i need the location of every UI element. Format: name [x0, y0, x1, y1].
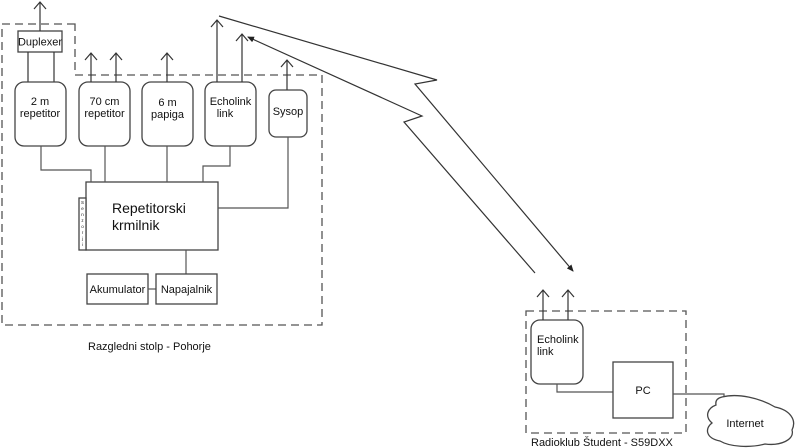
psu-node: Napajalnik: [155, 273, 218, 305]
svg-text:Napajalnik: Napajalnik: [161, 284, 213, 296]
svg-text:Duplexer: Duplexer: [18, 37, 62, 49]
echolink-tower-node: Echolink link: [204, 81, 257, 147]
papiga-6m-antenna-icon: [160, 52, 174, 82]
echolink-club-to-pc-line: [556, 384, 613, 393]
svg-text:repetitor: repetitor: [84, 108, 125, 120]
svg-text:PC: PC: [635, 385, 650, 397]
svg-text:krmilnik: krmilnik: [112, 217, 160, 233]
pc-node: PC: [612, 361, 674, 419]
club-site-label: Radioklub Študent - S59DXX: [531, 436, 674, 448]
svg-text:i: i: [82, 242, 83, 247]
svg-text:S: S: [81, 200, 84, 205]
svg-text:Sysop: Sysop: [273, 106, 304, 118]
rep-2m-node: 2 m repetitor: [14, 81, 67, 147]
svg-text:link: link: [537, 346, 554, 358]
rep-2m-to-controller-line: [40, 146, 92, 182]
svg-text:j: j: [81, 236, 83, 241]
svg-text:papiga: papiga: [151, 109, 185, 121]
svg-text:Repetitorski: Repetitorski: [112, 200, 186, 216]
svg-text:repetitor: repetitor: [20, 108, 61, 120]
battery-node: Akumulator: [86, 273, 149, 305]
duplexer-antenna-icon: [33, 1, 47, 31]
echolink-club-antenna-icon: [536, 289, 575, 320]
svg-text:70 cm: 70 cm: [90, 96, 120, 108]
svg-text:e: e: [81, 206, 84, 211]
sysop-node: Sysop: [268, 89, 308, 138]
sensors-node: S e n z o r j i: [78, 197, 87, 251]
svg-text:n: n: [81, 212, 84, 217]
svg-text:2 m: 2 m: [31, 96, 49, 108]
echolink-club-node: Echolink link: [530, 319, 584, 385]
radio-link-up-arrow: [247, 36, 536, 274]
internet-cloud-icon: Internet: [706, 394, 795, 448]
papiga-6m-node: 6 m papiga: [141, 81, 194, 147]
svg-text:o: o: [81, 224, 84, 229]
svg-text:6 m: 6 m: [158, 97, 176, 109]
rep-70cm-antenna-icon: [84, 52, 123, 82]
svg-text:Akumulator: Akumulator: [90, 284, 146, 296]
sysop-antenna-icon: [280, 59, 294, 90]
svg-text:link: link: [217, 108, 234, 120]
sysop-to-controller-line: [218, 137, 289, 209]
duplexer-node: Duplexer: [17, 30, 63, 53]
svg-text:r: r: [82, 230, 84, 235]
echolink-to-controller-line: [202, 146, 231, 182]
svg-text:z: z: [81, 218, 84, 223]
tower-site-boundary: [1, 23, 323, 326]
tower-site-label: Razgledni stolp - Pohorje: [88, 341, 211, 353]
controller-node: Repetitorski krmilnik: [85, 181, 219, 251]
svg-text:Echolink: Echolink: [210, 96, 252, 108]
radio-link-down-arrow: [218, 15, 574, 272]
rep-70cm-node: 70 cm repetitor: [78, 81, 131, 147]
pc-to-internet-line: [673, 393, 725, 398]
svg-text:Echolink: Echolink: [537, 334, 579, 346]
club-site-boundary: [525, 310, 687, 434]
echolink-tower-antenna-icon: [210, 19, 249, 82]
svg-text:Internet: Internet: [726, 418, 763, 430]
